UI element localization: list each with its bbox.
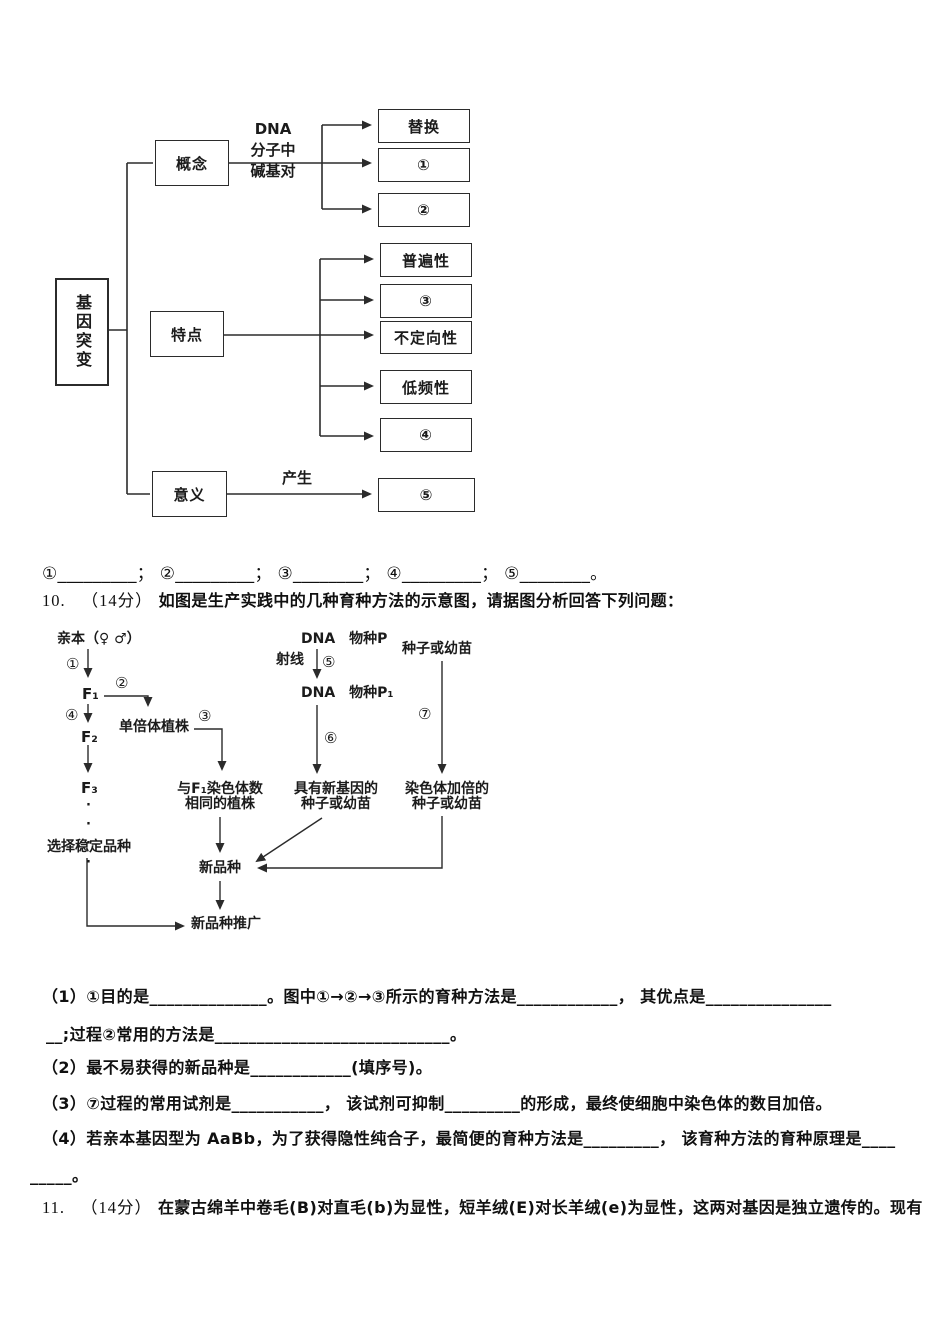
label-haploid-plant: 单倍体植株 bbox=[119, 719, 189, 735]
label-step-7: ⑦ bbox=[418, 705, 432, 723]
edge-label-dna-line3: 碱基对 bbox=[250, 162, 296, 180]
label-new-variety-promotion: 新品种推广 bbox=[191, 916, 261, 932]
edge-label-produce: 产生 bbox=[282, 469, 313, 487]
label-same-chromosome-line2: 相同的植株 bbox=[185, 796, 255, 812]
label-dna-species-p1: DNA 物种P₁ bbox=[301, 685, 394, 701]
question-10-1-line2: __;过程②常用的方法是____________________________… bbox=[46, 1025, 467, 1044]
question-10-1-line1: （1）①目的是______________。图中①→②→③所示的育种方法是___… bbox=[42, 987, 832, 1006]
question-10-2: （2）最不易获得的新品种是____________(填序号)。 bbox=[42, 1058, 433, 1077]
branch-box-feature: 特点 bbox=[150, 311, 224, 357]
root-box-gene-mutation: 基因突变 bbox=[55, 278, 109, 386]
label-new-gene-seed: 具有新基因的 种子或幼苗 bbox=[291, 782, 381, 812]
label-dna-species-p: DNA 物种P bbox=[301, 631, 388, 647]
label-f2: F₂ bbox=[81, 728, 98, 746]
target-box-universal: 普遍性 bbox=[380, 243, 472, 277]
question-10-title: 如图是生产实践中的几种育种方法的示意图，请据图分析回答下列问题： bbox=[158, 591, 684, 610]
label-step-2: ② bbox=[115, 674, 129, 692]
target-box-5: ⑤ bbox=[378, 478, 475, 512]
question-11-text: 在蒙古绵羊中卷毛(B)对直毛(b)为显性，短羊绒(E)对长羊绒(e)为显性，这两… bbox=[157, 1198, 923, 1217]
question-11-number: 11. bbox=[42, 1198, 66, 1217]
branch-box-meaning: 意义 bbox=[152, 471, 227, 517]
question-10-header: 10. （14分） 如图是生产实践中的几种育种方法的示意图，请据图分析回答下列问… bbox=[42, 587, 683, 611]
question-10-3: （3）⑦过程的常用试剂是___________， 该试剂可抑制_________… bbox=[42, 1094, 832, 1113]
target-box-2: ② bbox=[378, 193, 470, 227]
label-ellipsis-dots: ···· bbox=[81, 798, 96, 874]
branch-box-concept: 概念 bbox=[155, 140, 229, 186]
target-box-substitute: 替换 bbox=[378, 109, 470, 143]
question-10-4-line2: _____。 bbox=[30, 1166, 89, 1185]
target-box-nondirectional: 不定向性 bbox=[380, 321, 472, 354]
label-step-5: ⑤ bbox=[322, 653, 336, 671]
label-new-gene-line2: 种子或幼苗 bbox=[301, 796, 371, 812]
edge-label-dna-line2: 分子中 bbox=[250, 141, 296, 159]
label-ray: 射线 bbox=[276, 652, 304, 668]
label-new-gene-line1: 具有新基因的 bbox=[294, 781, 378, 797]
label-parents: 亲本（♀ ♂） bbox=[57, 631, 141, 647]
question-10-4-line1: （4）若亲本基因型为 AaBb，为了获得隐性纯合子，最简便的育种方法是_____… bbox=[42, 1129, 896, 1148]
label-step-3: ③ bbox=[198, 707, 212, 725]
label-chromosome-doubled-seed: 染色体加倍的 种子或幼苗 bbox=[402, 782, 492, 812]
label-same-chromosome-plant: 与F₁染色体数 相同的植株 bbox=[176, 782, 264, 812]
label-doubled-line2: 种子或幼苗 bbox=[412, 796, 482, 812]
question-11-header: 11. （14分） 在蒙古绵羊中卷毛(B)对直毛(b)为显性，短羊绒(E)对长羊… bbox=[42, 1194, 923, 1218]
label-step-1: ① bbox=[66, 655, 80, 673]
question-10-number: 10. bbox=[42, 591, 66, 610]
edge-label-dna-line1: DNA bbox=[254, 120, 292, 138]
target-box-lowfreq: 低频性 bbox=[380, 370, 472, 404]
target-box-4: ④ bbox=[380, 418, 472, 452]
label-select-stable: 选择稳定品种 bbox=[47, 839, 131, 855]
label-same-chromosome-line1: 与F₁染色体数 bbox=[177, 781, 263, 797]
question-10-score: （14分） bbox=[81, 591, 153, 610]
label-step-4: ④ bbox=[65, 706, 79, 724]
answer-blanks-line: ①_________； ②_________； ③________； ④____… bbox=[42, 564, 608, 584]
label-f3: F₃ bbox=[81, 779, 98, 797]
target-box-3: ③ bbox=[380, 284, 472, 318]
label-doubled-line1: 染色体加倍的 bbox=[405, 781, 489, 797]
target-box-1: ① bbox=[378, 148, 470, 182]
question-11-score: （14分） bbox=[81, 1198, 152, 1217]
edge-label-dna: DNA 分子中 碱基对 bbox=[236, 119, 310, 182]
label-new-variety: 新品种 bbox=[199, 860, 241, 876]
label-seed-or-seedling: 种子或幼苗 bbox=[402, 641, 472, 657]
label-f1: F₁ bbox=[82, 685, 99, 703]
label-step-6: ⑥ bbox=[324, 729, 338, 747]
